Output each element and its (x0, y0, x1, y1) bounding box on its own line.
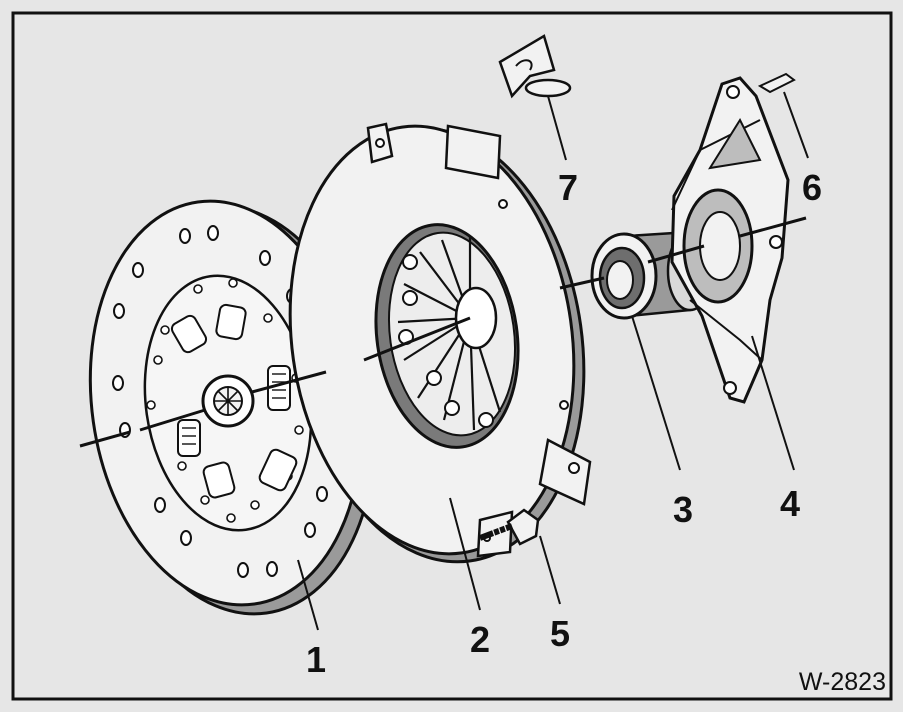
spring-clip (498, 34, 572, 99)
callout-3: 3 (673, 489, 693, 530)
center-axis (79, 216, 807, 448)
callout-7: 7 (558, 167, 578, 208)
bearing-guide-housing (670, 76, 790, 404)
mounting-bolt (478, 508, 540, 546)
callout-5: 5 (550, 613, 570, 654)
figure-frame (11, 11, 893, 701)
callout-1: 1 (306, 639, 326, 680)
callout-6: 6 (802, 167, 822, 208)
callout-2: 2 (470, 619, 490, 660)
callout-4: 4 (780, 483, 800, 524)
retaining-clip (757, 72, 796, 94)
callout-leaders (297, 91, 809, 631)
pressure-plate (288, 122, 592, 564)
figure-code: W-2823 (799, 668, 886, 696)
